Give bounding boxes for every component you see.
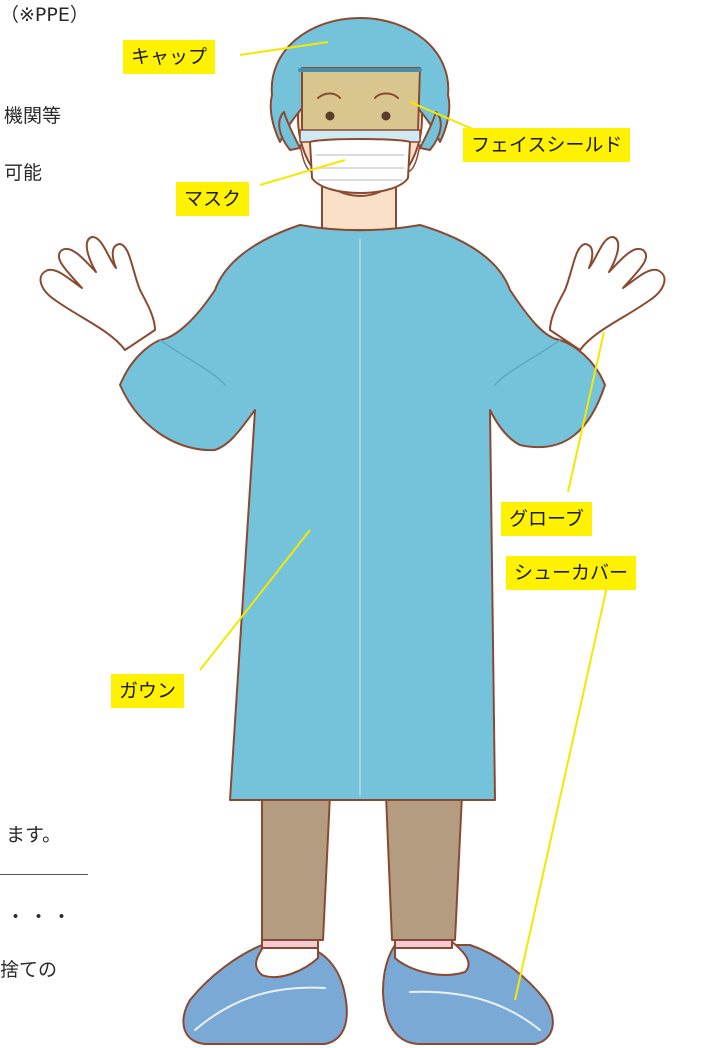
gown — [119, 224, 606, 801]
pants-right — [385, 794, 463, 941]
text-fragment-ppe: （※PPE） — [0, 4, 89, 26]
leader-cap — [239, 41, 329, 56]
text-fragment-3: ます。 — [6, 824, 62, 846]
label-cap: キャップ — [123, 40, 216, 74]
text-fragment-1: 機関等 — [4, 105, 62, 127]
label-gown: ガウン — [111, 674, 185, 708]
leader-gown — [199, 529, 311, 671]
text-fragment-4: ・・・ — [6, 906, 76, 928]
text-fragment-5: 捨ての — [0, 959, 58, 981]
glove-right — [549, 236, 666, 351]
leader-gloves — [567, 331, 605, 493]
text-fragment-2: 可能 — [4, 162, 43, 184]
leader-mask — [259, 159, 346, 186]
pants-left — [261, 794, 331, 941]
label-shoe-cover: シューカバー — [506, 556, 637, 590]
divider-line — [0, 874, 88, 875]
glove-left — [39, 236, 156, 351]
foot-left — [254, 939, 319, 979]
label-gloves: グローブ — [501, 502, 592, 536]
shoe-cover-left — [182, 944, 348, 1045]
face-shield — [301, 67, 421, 138]
label-mask: マスク — [176, 182, 250, 216]
label-face-shield: フェイスシールド — [463, 128, 631, 162]
